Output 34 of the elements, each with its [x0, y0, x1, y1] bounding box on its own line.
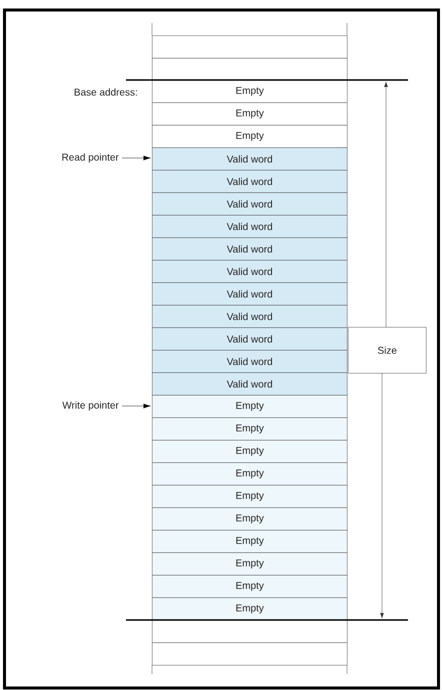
size-box: Size: [348, 327, 426, 374]
memory-row: Valid word: [152, 215, 348, 238]
memory-row: Empty: [152, 440, 348, 463]
empty-row: [152, 642, 348, 666]
memory-row: Empty: [152, 575, 348, 598]
memory-row: Valid word: [152, 372, 348, 396]
empty-row: [152, 58, 348, 80]
memory-row: Empty: [152, 418, 348, 440]
memory-row: Valid word: [152, 282, 348, 306]
empty-row: [152, 36, 348, 58]
memory-row: Empty: [152, 395, 348, 418]
pointer-label: Write pointer: [62, 401, 119, 411]
memory-row: Valid word: [152, 170, 348, 193]
pointer-arrow: [122, 404, 151, 408]
memory-row: Empty: [152, 125, 348, 148]
memory-row: Empty: [152, 462, 348, 486]
memory-row: Valid word: [152, 148, 348, 170]
address-label: Base address:: [74, 88, 137, 96]
pointer-label: Read pointer: [62, 153, 119, 163]
memory-row: Valid word: [152, 328, 348, 350]
memory-row: Empty: [152, 80, 348, 103]
memory-row: Empty: [152, 530, 348, 553]
memory-row: Valid word: [152, 305, 348, 328]
memory-row: Empty: [152, 485, 348, 508]
memory-row: Empty: [152, 552, 348, 576]
memory-row: Empty: [152, 598, 348, 620]
memory-row: Valid word: [152, 260, 348, 283]
memory-row: Valid word: [152, 192, 348, 216]
pointer-arrow: [122, 156, 151, 160]
memory-row: Empty: [152, 102, 348, 126]
memory-row: Valid word: [152, 350, 348, 373]
memory-row: Empty: [152, 508, 348, 530]
empty-row: [152, 620, 348, 643]
memory-row: Valid word: [152, 238, 348, 260]
